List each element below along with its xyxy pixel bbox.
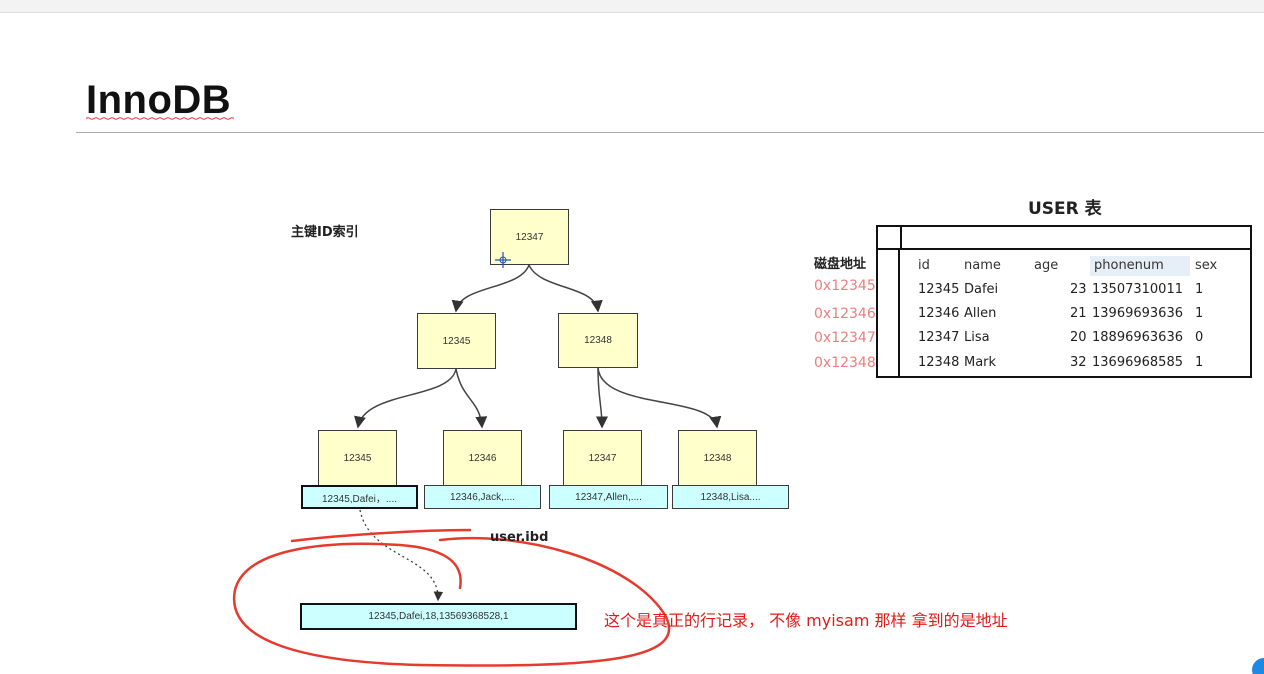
title-divider (76, 132, 1264, 133)
column-header-phonenum: phonenum (1090, 256, 1190, 276)
cell-id: 12348 (918, 355, 960, 370)
annotation-note: 这个是真正的行记录， 不像 myisam 那样 拿到的是地址 (604, 611, 1008, 630)
corner-widget-icon[interactable] (1248, 654, 1264, 674)
table-corner-cell (878, 227, 902, 248)
cell-age: 23 (1070, 282, 1087, 297)
disk-address: 0x12346 (814, 306, 876, 322)
move-cursor-icon (495, 252, 511, 268)
cell-name: Lisa (964, 330, 990, 345)
cell-id: 12346 (918, 306, 960, 321)
internal-node: 12348 (558, 313, 638, 368)
table-top-bar (878, 227, 1250, 250)
index-label: 主键ID索引 (291, 225, 359, 240)
cell-sex: 1 (1195, 282, 1204, 297)
leaf-row-data: 12347,Allen,.... (549, 485, 668, 509)
leaf-node: 12348 (678, 430, 757, 486)
cell-id: 12345 (918, 282, 960, 297)
cell-name: Mark (964, 355, 997, 370)
cell-phonenum: 13696968585 (1092, 355, 1183, 370)
file-label: user.ibd (490, 530, 549, 545)
cell-phonenum: 13507310011 (1092, 282, 1183, 297)
leaf-node: 12346 (443, 430, 522, 486)
cell-phonenum: 13969693636 (1092, 306, 1183, 321)
column-header-name: name (964, 258, 1001, 273)
table-index-column (878, 250, 900, 376)
leaf-row-data: 12348,Lisa.... (672, 485, 789, 509)
internal-node: 12345 (417, 313, 496, 369)
cell-id: 12347 (918, 330, 960, 345)
disk-address: 0x12345 (814, 278, 876, 294)
cell-age: 32 (1070, 355, 1087, 370)
table-title: USER 表 (1028, 199, 1102, 219)
top-toolbar-strip (0, 0, 1264, 13)
disk-address: 0x12347 (814, 330, 876, 346)
cell-name: Dafei (964, 282, 999, 297)
cell-sex: 0 (1195, 330, 1204, 345)
cell-name: Allen (964, 306, 997, 321)
column-header-sex: sex (1195, 258, 1218, 273)
spellcheck-underline (86, 117, 234, 120)
leaf-node: 12345 (318, 430, 397, 486)
leaf-row-data: 12345,Dafei，.... (301, 485, 418, 509)
leaf-node: 12347 (563, 430, 642, 486)
cell-age: 21 (1070, 306, 1087, 321)
leaf-row-data: 12346,Jack,.... (424, 485, 541, 509)
column-header-id: id (918, 258, 930, 273)
column-header-age: age (1034, 258, 1059, 273)
user-table (876, 225, 1252, 378)
page-title: InnoDB (86, 78, 232, 122)
row-record: 12345,Dafei,18,13569368528,1 (300, 603, 577, 630)
cell-phonenum: 18896963636 (1092, 330, 1183, 345)
cell-sex: 1 (1195, 355, 1204, 370)
cell-sex: 1 (1195, 306, 1204, 321)
cell-age: 20 (1070, 330, 1087, 345)
disk-address: 0x12348 (814, 355, 876, 371)
address-label: 磁盘地址 (814, 257, 867, 272)
